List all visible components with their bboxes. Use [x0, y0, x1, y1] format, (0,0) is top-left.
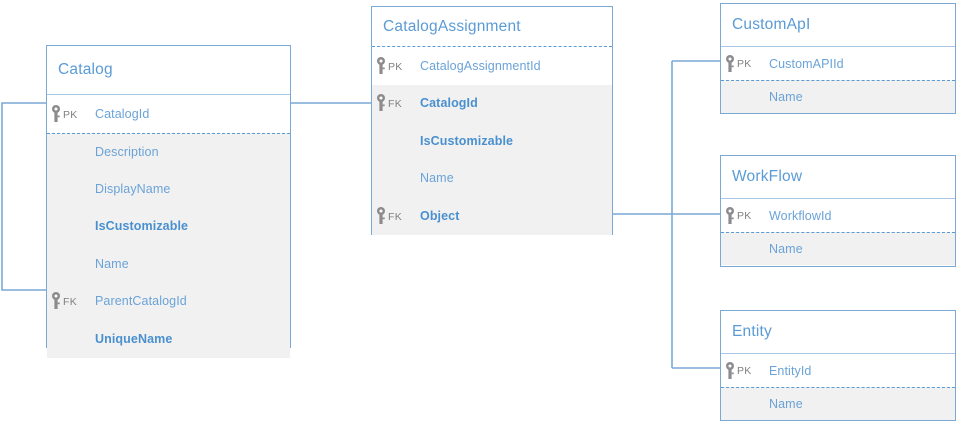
field-name: CatalogId	[95, 106, 150, 121]
field-row-catalogassignment-catalogassignmentid[interactable]: PK CatalogAssignmentId	[372, 47, 612, 85]
key-cell: FK	[372, 206, 420, 225]
connector-catalog-self	[1, 102, 46, 291]
key-cell: PK	[721, 54, 769, 73]
field-row-catalog-parentcatalogid[interactable]: FK ParentCatalogId	[47, 282, 290, 320]
field-name: CatalogId	[420, 96, 478, 111]
key-cell: PK	[721, 361, 769, 380]
key-cell: PK	[372, 56, 420, 75]
key-cell	[47, 330, 95, 348]
key-cell	[47, 255, 95, 273]
field-name: Name	[769, 90, 803, 104]
entity-title-workflow: WorkFlow	[721, 156, 955, 199]
field-row-catalog-displayname[interactable]: DisplayName	[47, 170, 290, 208]
key-cell: FK	[47, 292, 95, 310]
field-name: EntityId	[769, 363, 812, 378]
entity-title-catalogassignment: CatalogAssignment	[372, 7, 612, 47]
key-cell	[372, 132, 420, 150]
key-label: FK	[388, 210, 403, 223]
key-label: PK	[63, 108, 78, 121]
field-name: ParentCatalogId	[95, 294, 187, 309]
key-cell	[721, 240, 769, 258]
field-name: IsCustomizable	[95, 219, 189, 234]
key-cell	[47, 143, 95, 161]
field-row-catalog-iscustomizable[interactable]: IsCustomizable	[47, 207, 290, 245]
primary-key-icon	[376, 56, 387, 75]
entity-title-customapi: CustomApI	[721, 4, 955, 47]
field-row-catalog-name[interactable]: Name	[47, 245, 290, 283]
key-cell	[721, 88, 769, 106]
field-name: Name	[769, 242, 803, 256]
field-row-catalog-description[interactable]: Description	[47, 132, 290, 170]
key-cell: FK	[372, 94, 420, 112]
field-row-entity-entityid[interactable]: PK EntityId	[721, 354, 955, 387]
foreign-key-icon	[376, 94, 387, 112]
field-row-catalog-catalogid[interactable]: PK CatalogId	[47, 95, 290, 133]
field-name: Object	[420, 208, 460, 223]
field-row-catalog-uniquename[interactable]: UniqueName	[47, 320, 290, 358]
field-name: Description	[95, 144, 159, 159]
key-cell	[721, 395, 769, 413]
field-row-entity-name[interactable]: Name	[721, 387, 955, 420]
field-row-catalogassignment-catalogid[interactable]: FK CatalogId	[372, 84, 612, 122]
field-name: WorkflowId	[769, 208, 832, 223]
key-label: FK	[63, 296, 78, 308]
foreign-key-icon	[51, 292, 62, 310]
field-row-catalogassignment-name[interactable]: Name	[372, 159, 612, 197]
field-row-workflow-workflowid[interactable]: PK WorkflowId	[721, 199, 955, 232]
key-label: PK	[737, 365, 752, 378]
primary-key-icon	[51, 104, 62, 123]
primary-key-icon	[725, 361, 736, 380]
foreign-key-icon	[376, 206, 387, 225]
key-label: PK	[737, 58, 752, 71]
field-name: CatalogAssignmentId	[420, 58, 541, 73]
field-row-catalogassignment-object[interactable]: FK Object	[372, 197, 612, 235]
field-name: IsCustomizable	[420, 133, 514, 148]
entity-title-catalog: Catalog	[47, 46, 290, 95]
entity-title-entity: Entity	[721, 311, 955, 354]
field-row-customapi-customapiid[interactable]: PK CustomAPIId	[721, 47, 955, 80]
field-name: Name	[95, 256, 129, 271]
key-cell	[372, 169, 420, 187]
field-name: Name	[769, 397, 803, 411]
field-name: Name	[420, 171, 454, 186]
primary-key-icon	[725, 54, 736, 73]
field-row-workflow-name[interactable]: Name	[721, 232, 955, 265]
field-name: CustomAPIId	[769, 56, 844, 71]
field-name: DisplayName	[95, 181, 171, 196]
primary-key-icon	[725, 206, 736, 225]
key-cell: PK	[721, 206, 769, 225]
key-cell	[47, 180, 95, 198]
field-row-customapi-name[interactable]: Name	[721, 80, 955, 113]
key-cell: PK	[47, 104, 95, 123]
key-label: PK	[388, 60, 403, 73]
field-name: UniqueName	[95, 331, 173, 346]
field-row-catalogassignment-iscustomizable[interactable]: IsCustomizable	[372, 122, 612, 160]
key-label: FK	[388, 98, 403, 110]
key-label: PK	[737, 210, 752, 223]
key-cell	[47, 217, 95, 235]
